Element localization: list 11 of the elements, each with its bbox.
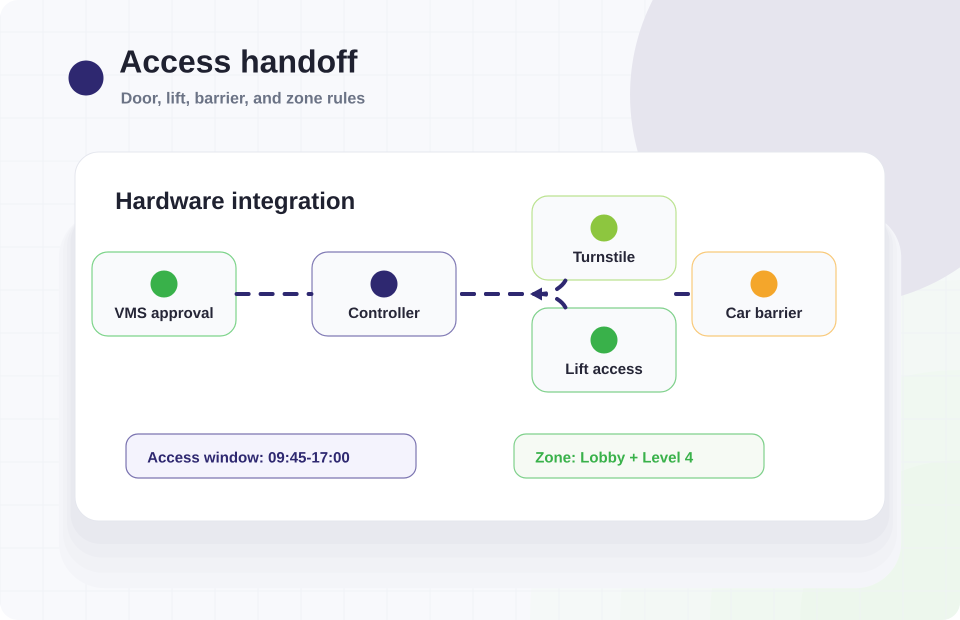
section-heading: Hardware integration <box>116 192 354 214</box>
subtitle: Door, lift, barrier, and zone rules <box>122 92 365 106</box>
connector <box>234 292 314 296</box>
info-pill: Zone: Lobby + Level 4 <box>513 433 765 479</box>
info-pill: Access window: 09:45-17:00 <box>125 433 417 479</box>
device-box: Controller <box>311 251 457 337</box>
device-box: Lift access <box>531 307 677 393</box>
device-box: VMS approval <box>91 251 237 337</box>
title: Access handoff <box>120 49 358 73</box>
device-box: Turnstile <box>531 195 677 281</box>
device-box: Car barrier <box>691 251 837 337</box>
